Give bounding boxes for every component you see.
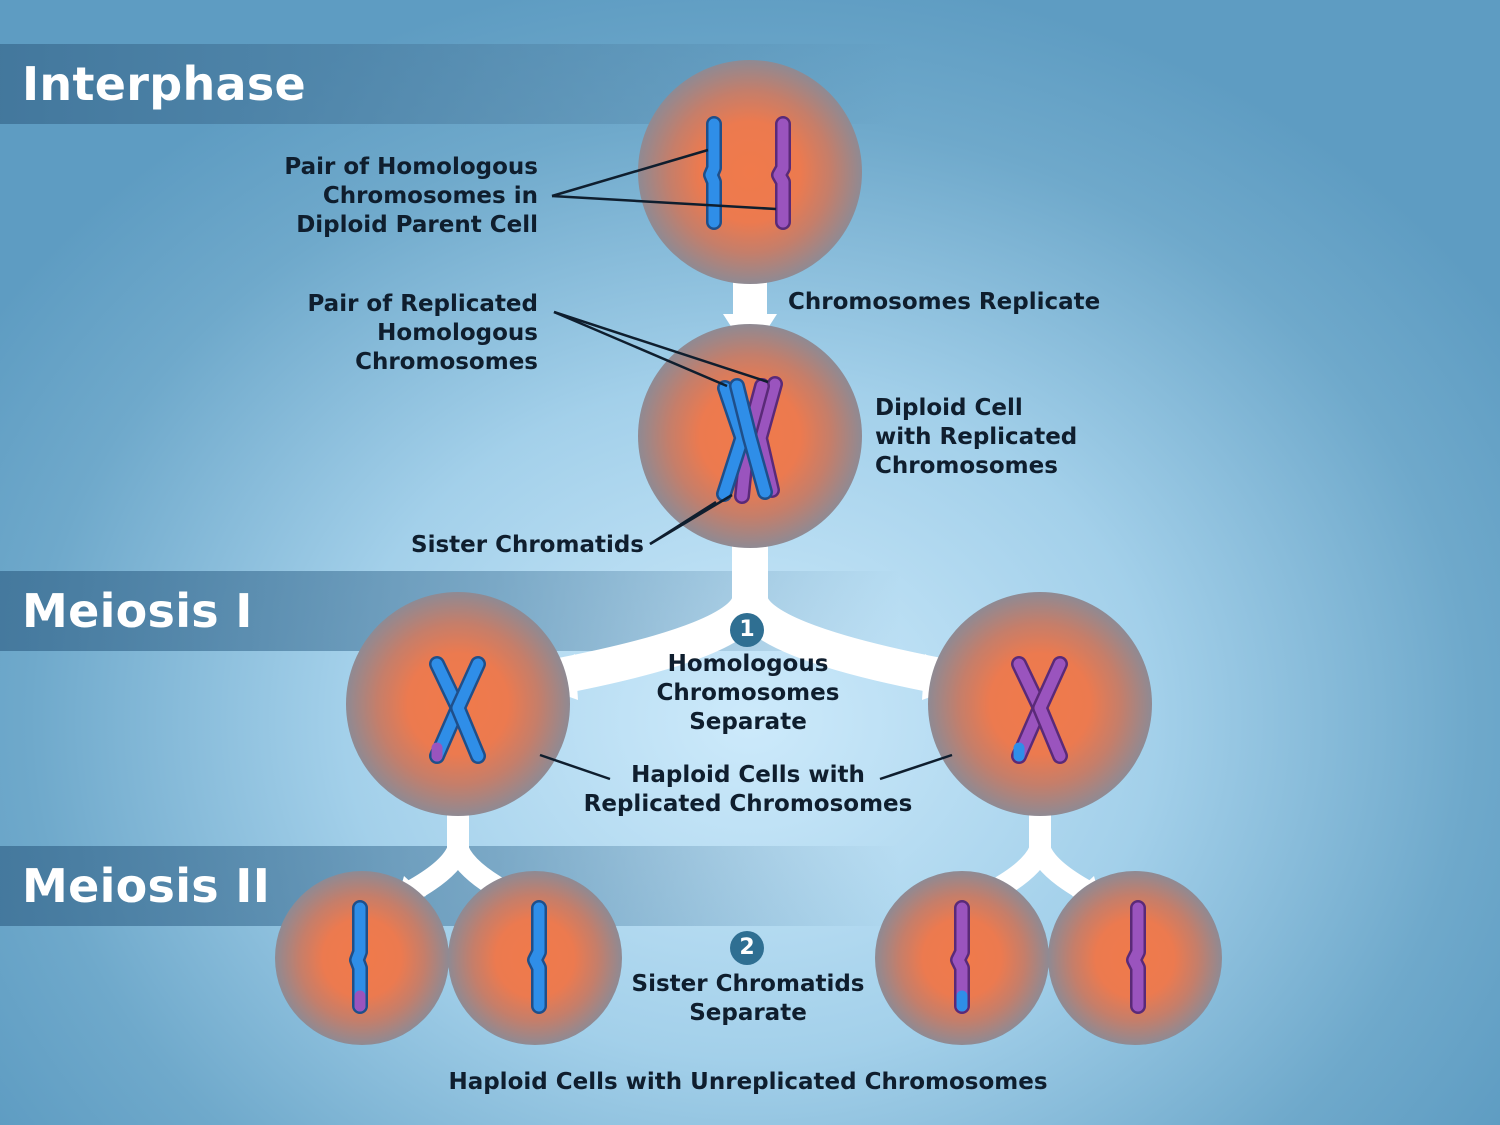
homologous-separate-label: Homologous Chromosomes Separate [656,651,840,735]
haploid-replicated-label: Haploid Cells with Replicated Chromosome… [583,762,913,817]
meiosis-1-title: Meiosis I [22,584,253,638]
replicated-pair-label: Pair of Replicated Homologous Chromosome… [307,291,538,375]
diploid-cell-label: Diploid Cell with Replicated Chromosomes [875,395,1078,479]
homologous-pair-label: Pair of Homologous Chromosomes in Diploi… [284,154,538,238]
meiosis-2-title: Meiosis II [22,859,271,913]
diploid-parent-cell [638,60,862,284]
chromosomes-replicate-label: Chromosomes Replicate [788,289,1101,315]
sister-chromatids-label: Sister Chromatids [411,532,644,558]
haploid-unreplicated-label: Haploid Cells with Unreplicated Chromoso… [448,1069,1048,1095]
sister-separate-label: Sister Chromatids Separate [631,971,865,1026]
step-1-badge: 1 [730,613,764,647]
step-2-badge: 2 [730,931,764,965]
interphase-title: Interphase [22,57,307,111]
leader-lines [539,148,953,781]
